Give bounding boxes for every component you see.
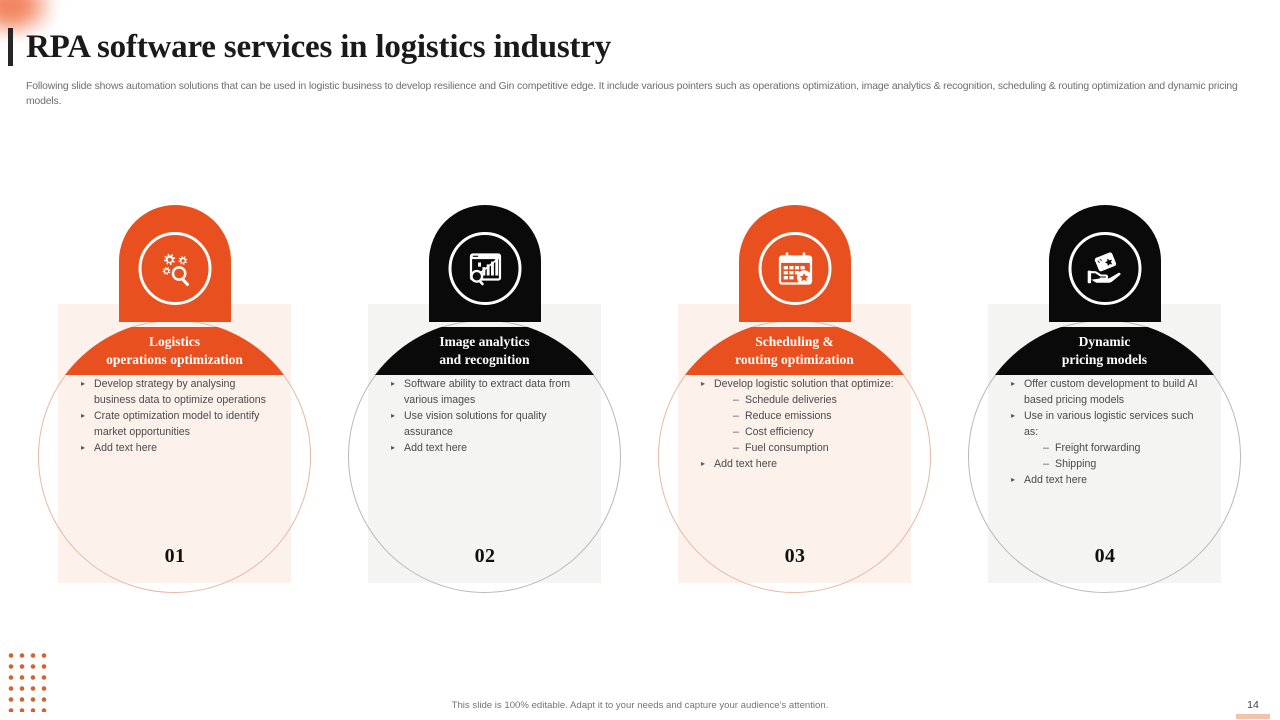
arrow-bullet-icon: ▸ xyxy=(391,379,396,388)
card-index-number: 01 xyxy=(164,545,186,567)
arrow-bullet-icon: ▸ xyxy=(391,411,396,420)
bullet-text: Add text here xyxy=(1024,474,1088,486)
bullet-item: ▸ Add text here xyxy=(700,456,900,472)
service-card-03[interactable]: Scheduling &routing optimization▸Develop… xyxy=(640,200,950,595)
arrow-bullet-icon: ▸ xyxy=(701,459,706,468)
arrow-bullet-icon: ▸ xyxy=(81,379,86,388)
card-bullet-list: ▸ Software ability to extract data from v… xyxy=(390,376,590,456)
arrow-bullet-icon: ▸ xyxy=(701,379,706,388)
card-pin-marker xyxy=(1049,205,1161,322)
card-bullet-list: ▸ Offer custom development to build AI ba… xyxy=(1010,376,1210,488)
bullet-text: Software ability to extract data from va… xyxy=(404,378,571,406)
bullet-text: Schedule deliveries xyxy=(745,394,837,406)
gears-magnifier-icon xyxy=(138,232,212,305)
dash-bullet-icon: – xyxy=(733,426,739,438)
bullet-item: ▸ Develop logistic solution that optimize… xyxy=(700,376,900,392)
card-bullet-list: ▸ Develop logistic solution that optimize… xyxy=(700,376,900,472)
card-index-number: 02 xyxy=(474,545,496,567)
card-bullet-list: ▸ Develop strategy by analysing business … xyxy=(80,376,280,456)
hand-price-tag-icon xyxy=(1068,232,1142,305)
dash-bullet-icon: – xyxy=(733,410,739,422)
bullet-item: ▸ Add text here xyxy=(390,440,590,456)
title-accent-bar xyxy=(8,28,13,66)
bullet-text: Offer custom development to build AI bas… xyxy=(1024,378,1198,406)
card-index-number: 04 xyxy=(1094,545,1116,567)
arrow-bullet-icon: ▸ xyxy=(81,411,86,420)
bullet-item: ▸ Add text here xyxy=(80,440,280,456)
arrow-bullet-icon: ▸ xyxy=(391,443,396,452)
dash-bullet-icon: – xyxy=(733,442,739,454)
bullet-text: Add text here xyxy=(404,442,468,454)
bullet-item: ▸ Use vision solutions for quality assura… xyxy=(390,408,590,440)
bullet-item: ▸ Software ability to extract data from v… xyxy=(390,376,590,408)
bullet-item: ▸ Add text here xyxy=(1010,472,1210,488)
card-pin-marker xyxy=(429,205,541,322)
bullet-text: Fuel consumption xyxy=(745,442,829,454)
bullet-text: Crate optimization model to identify mar… xyxy=(94,410,260,438)
bullet-text: Use in various logistic services such as… xyxy=(1024,410,1194,438)
sub-bullet-item: –Fuel consumption xyxy=(700,440,900,456)
bullet-text: Reduce emissions xyxy=(745,410,832,422)
bullet-text: Freight forwarding xyxy=(1055,442,1141,454)
arrow-bullet-icon: ▸ xyxy=(1011,379,1016,388)
bullet-item: ▸ Use in various logistic services such a… xyxy=(1010,408,1210,440)
sub-bullet-item: –Schedule deliveries xyxy=(700,392,900,408)
bullet-text: Add text here xyxy=(94,442,158,454)
bullet-text: Use vision solutions for quality assuran… xyxy=(404,410,547,438)
bar-chart-magnifier-icon xyxy=(448,232,522,305)
page-subtitle: Following slide shows automation solutio… xyxy=(26,81,1238,107)
arrow-bullet-icon: ▸ xyxy=(1011,475,1016,484)
bullet-item: ▸ Develop strategy by analysing business … xyxy=(80,376,280,408)
dash-bullet-icon: – xyxy=(1043,442,1049,454)
footer-note: This slide is 100% editable. Adapt it to… xyxy=(451,700,829,711)
bullet-text: Add text here xyxy=(714,458,778,470)
sub-bullet-item: –Reduce emissions xyxy=(700,408,900,424)
sub-bullet-item: –Freight forwarding xyxy=(1010,440,1210,456)
bullet-text: Develop logistic solution that optimize: xyxy=(714,378,894,390)
arrow-bullet-icon: ▸ xyxy=(1011,411,1016,420)
bullet-text: Develop strategy by analysing business d… xyxy=(94,378,266,406)
bullet-item: ▸ Crate optimization model to identify ma… xyxy=(80,408,280,440)
bullet-item: ▸ Offer custom development to build AI ba… xyxy=(1010,376,1210,408)
card-index-number: 03 xyxy=(784,545,806,567)
sub-bullet-item: –Shipping xyxy=(1010,456,1210,472)
page-number-underline xyxy=(1236,714,1270,719)
card-pin-marker xyxy=(739,205,851,322)
sub-bullet-item: –Cost efficiency xyxy=(700,424,900,440)
calendar-star-icon xyxy=(758,232,832,305)
dash-bullet-icon: – xyxy=(733,394,739,406)
bullet-text: Cost efficiency xyxy=(745,426,814,438)
page-title: RPA software services in logistics indus… xyxy=(26,29,612,65)
bullet-text: Shipping xyxy=(1055,458,1097,470)
arrow-bullet-icon: ▸ xyxy=(81,443,86,452)
page-number: 14 xyxy=(1247,699,1259,711)
dash-bullet-icon: – xyxy=(1043,458,1049,470)
card-pin-marker xyxy=(119,205,231,322)
